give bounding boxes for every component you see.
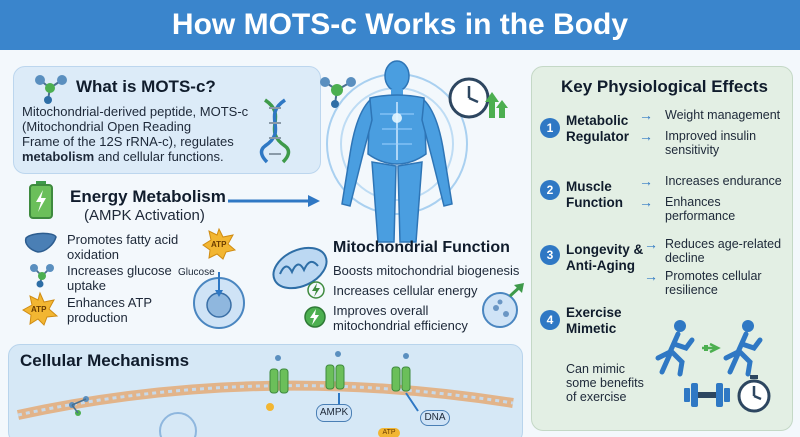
group-2-title-line2: Function: [566, 195, 623, 210]
title-banner: How MOTS-c Works in the Body: [0, 0, 800, 50]
mimic-text: Can mimic some benefits of exercise: [566, 362, 644, 404]
energy-item-2-line1: Increases glucose: [67, 263, 172, 278]
energy-subheading: (AMPK Activation): [84, 207, 205, 224]
group-2-number: 2: [540, 180, 560, 200]
molecule-icon: [35, 75, 67, 104]
group-3-arrow-2: →: [644, 268, 658, 284]
liver-icon: [24, 232, 57, 253]
atp-star-label: ATP: [31, 305, 47, 314]
efficiency-icon: [304, 306, 326, 328]
group-2-title-line1: Muscle: [566, 179, 612, 194]
mitochondria-icon: [272, 246, 328, 290]
atp-star-icon: [22, 291, 59, 326]
atp-badge-label: ATP: [211, 240, 227, 249]
group-3-arrow-1: →: [644, 236, 658, 252]
group-2-effect-2-line1: Enhances: [665, 195, 721, 209]
cell-icon: [193, 272, 245, 329]
battery-icon: [29, 181, 53, 219]
ampk-node: AMPK: [316, 404, 352, 422]
glucose-label: Glucose: [178, 267, 215, 278]
group-1-arrow-1: →: [639, 107, 653, 123]
dna-icon: [259, 98, 291, 164]
energy-bolt-icon: [307, 281, 325, 299]
energy-heading: Energy Metabolism: [70, 187, 226, 206]
group-3-title-line1: Longevity &: [566, 242, 644, 257]
page-title: How MOTS-c Works in the Body: [171, 8, 629, 41]
group-3-effect-1-line1: Reduces age-related: [665, 237, 782, 251]
human-body-figure: [326, 60, 468, 243]
energy-item-1-line1: Promotes fatty acid: [67, 232, 179, 247]
what-is-heading: What is MOTS-c?: [76, 77, 216, 96]
cell-membrane-diagram: [16, 351, 514, 437]
group-3-title-line2: Anti-Aging: [566, 258, 635, 273]
what-is-line-1: Mitochondrial-derived peptide, MOTS-c: [22, 104, 249, 119]
group-4-number: 4: [540, 310, 560, 330]
group-2-effect-1: Increases endurance: [665, 174, 782, 188]
mimic-line-2: some benefits: [566, 376, 644, 390]
group-1-effect-1: Weight management: [665, 108, 781, 122]
what-is-line-2: (Mitochondrial Open Reading: [22, 119, 192, 134]
group-1-effect-2-line2: sensitivity: [665, 143, 720, 157]
cell-growth-icon: [482, 283, 524, 328]
what-is-line-3: Frame of the 12S rRNA-c), regulates: [22, 134, 234, 149]
group-1-effect-2-line1: Improved insulin: [665, 129, 757, 143]
group-4-title-line2: Mimetic: [566, 321, 617, 336]
mito-heading: Mitochondrial Function: [333, 239, 510, 256]
atp-node: ATP: [378, 428, 400, 437]
mito-item-2: Increases cellular energy: [333, 283, 478, 298]
dumbbell-icon: [684, 383, 730, 407]
cellular-heading: Cellular Mechanisms: [20, 351, 190, 370]
energy-item-3-line1: Enhances ATP: [67, 295, 153, 310]
energy-item-3-line2: production: [67, 310, 128, 325]
stopwatch-icon: [737, 375, 771, 413]
group-1-title-line2: Regulator: [566, 129, 630, 144]
mimic-line-3: of exercise: [566, 390, 627, 404]
group-3-effect-2-line2: resilience: [665, 283, 718, 297]
molecule-cluster-icon: [320, 77, 356, 108]
key-effects-heading: Key Physiological Effects: [561, 77, 768, 96]
glucose-molecule-icon: [30, 264, 54, 288]
group-1-number: 1: [540, 118, 560, 138]
clock-up-icon: [448, 77, 508, 119]
energy-item-2-line2: uptake: [67, 278, 107, 293]
mimic-line-1: Can mimic: [566, 362, 626, 376]
mito-item-3-line2: mitochondrial efficiency: [333, 318, 468, 333]
group-3-number: 3: [540, 245, 560, 265]
energy-item-1-line2: oxidation: [67, 247, 120, 262]
group-2-arrow-2: →: [639, 194, 653, 210]
mito-item-1: Boosts mitochondrial biogenesis: [333, 263, 520, 278]
what-is-body: Mitochondrial-derived peptide, MOTS-c (M…: [22, 104, 262, 164]
atp-badge-icon: [202, 227, 237, 260]
what-is-line-4: metabolism and cellular functions.: [22, 149, 262, 164]
runners-icon: [655, 320, 763, 377]
what-is-tail: and cellular functions.: [94, 149, 224, 164]
what-is-bold: metabolism: [22, 149, 95, 164]
dna-node: DNA: [420, 410, 450, 426]
group-2-effect-2-line2: performance: [665, 209, 736, 223]
group-3-effect-2-line1: Promotes cellular: [665, 269, 762, 283]
group-1-arrow-2: →: [639, 128, 653, 144]
group-1-title-line1: Metabolic: [566, 113, 629, 128]
group-4-title-line1: Exercise: [566, 305, 622, 320]
group-3-effect-1-line2: decline: [665, 251, 705, 265]
group-2-arrow-1: →: [639, 173, 653, 189]
group-3-title: Longevity &Anti-Aging: [566, 242, 643, 274]
mito-item-3-line1: Improves overall: [333, 303, 429, 318]
energy-arrow: [228, 195, 320, 207]
